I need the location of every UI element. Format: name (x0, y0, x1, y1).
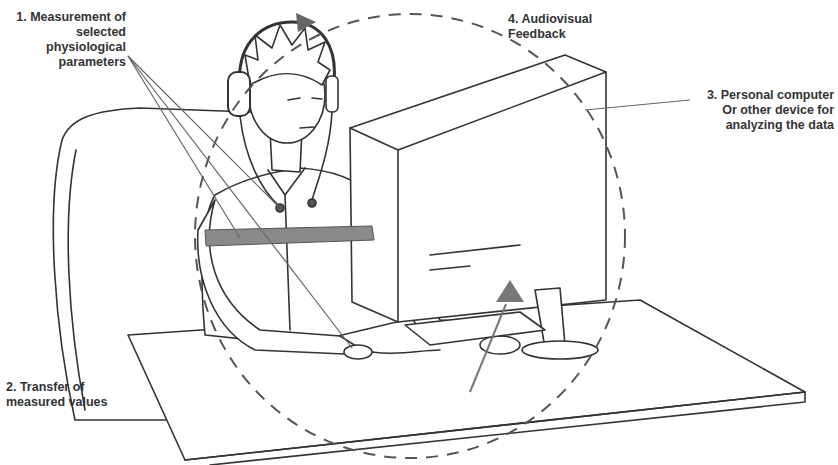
chair-edge (68, 150, 85, 410)
sensor-wire (240, 112, 332, 205)
callout-label: 4. Audiovisual Feedback (508, 12, 612, 42)
leader-line (128, 56, 278, 206)
arm-left (198, 200, 356, 354)
loop-arrowhead (296, 13, 316, 32)
electrode (308, 199, 316, 207)
callout-label: 2. Transfer of measured values (6, 380, 118, 410)
leader-line (128, 56, 352, 348)
stand-base (522, 341, 598, 359)
feedback-loop (195, 14, 625, 458)
leader-line (128, 56, 240, 238)
chest-strap (205, 226, 374, 246)
loop-arrowhead (496, 280, 524, 302)
sketch (53, 22, 805, 465)
monitor-edge (350, 72, 606, 322)
leader-line (585, 100, 690, 110)
monitor-body (350, 55, 606, 322)
eyes (288, 98, 322, 100)
mouse-cable (372, 350, 440, 353)
callout-label: 1. Measurement of selected physiological… (6, 10, 126, 70)
headphone-band (239, 22, 334, 90)
callout-label: 3. Personal computer Or other device for… (692, 88, 834, 133)
monitor-vents (430, 245, 520, 270)
keyboard (405, 312, 545, 345)
desk-edge (185, 392, 805, 465)
leader-lines (128, 56, 690, 348)
monitor-stand (535, 288, 565, 348)
transfer-line (470, 304, 506, 392)
mouth (300, 127, 314, 128)
headphone-cup (228, 72, 250, 116)
headphone-cup (326, 76, 338, 112)
mouse (344, 345, 372, 359)
